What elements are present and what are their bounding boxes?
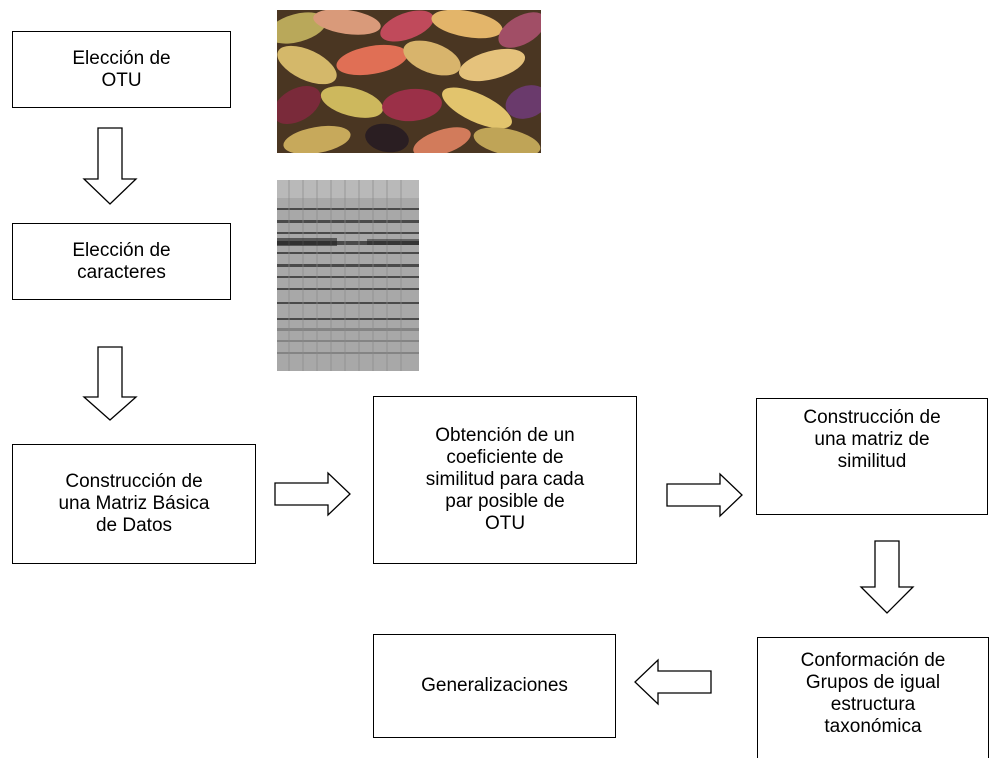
- arrow-down-icon: [82, 346, 138, 421]
- arrow-right-icon: [274, 471, 351, 517]
- node-label: Generalizaciones: [421, 675, 568, 696]
- arrow-right-icon: [666, 472, 743, 518]
- node-label: Construcción de una matriz de similitud: [803, 407, 941, 472]
- node-label: Elección de OTU: [72, 47, 171, 91]
- node-matriz-basica: Construcción de una Matriz Básica de Dat…: [12, 444, 256, 564]
- node-label: Obtención de un coeficiente de similitud…: [425, 425, 585, 534]
- node-label: Construcción de una Matriz Básica de Dat…: [58, 471, 210, 536]
- node-eleccion-caracteres: Elección de caracteres: [12, 223, 231, 300]
- node-eleccion-otu: Elección de OTU: [12, 31, 231, 108]
- node-label: Conformación de Grupos de igual estructu…: [800, 650, 946, 737]
- tuber-photo-icon: [277, 10, 541, 153]
- node-label: Elección de caracteres: [72, 239, 171, 283]
- node-coeficiente: Obtención de un coeficiente de similitud…: [373, 396, 637, 564]
- arrow-left-icon: [634, 658, 712, 706]
- node-conformacion-grupos: Conformación de Grupos de igual estructu…: [757, 637, 989, 758]
- arrow-down-icon: [82, 127, 138, 205]
- node-generalizaciones: Generalizaciones: [373, 634, 616, 738]
- arrow-down-icon: [859, 540, 915, 614]
- electrophoresis-gel-icon: [277, 180, 419, 371]
- node-matriz-similitud: Construcción de una matriz de similitud: [756, 398, 988, 515]
